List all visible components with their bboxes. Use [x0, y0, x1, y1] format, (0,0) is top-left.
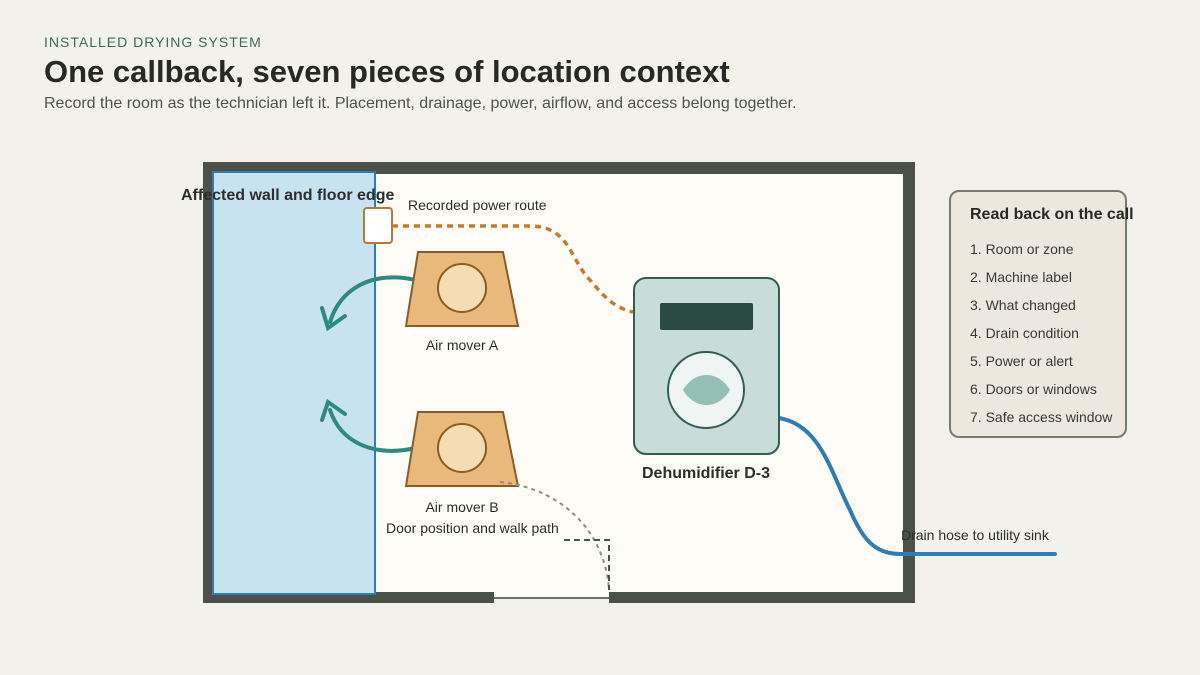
checklist-items: 1. Room or zone 2. Machine label 3. What… — [970, 240, 1125, 436]
airflow-arrow-b — [320, 398, 418, 453]
power-outlet-icon — [363, 207, 393, 244]
fan-icon — [437, 263, 487, 313]
checklist-item: 4. Drain condition — [970, 325, 1079, 341]
door-swing-arc — [499, 481, 610, 591]
dehumidifier-label: Dehumidifier D-3 — [642, 465, 770, 482]
page-subtitle: Record the room as the technician left i… — [44, 95, 797, 112]
checklist-title: Read back on the call — [970, 206, 1134, 223]
airflow-arrow-a — [320, 275, 418, 332]
dehumidifier-d3 — [633, 277, 780, 455]
checklist-item: 3. What changed — [970, 297, 1076, 313]
affected-zone — [212, 171, 376, 595]
drain-hose-line — [777, 416, 1057, 556]
checklist-item: 2. Machine label — [970, 269, 1072, 285]
fan-icon — [437, 423, 487, 473]
affected-zone-label: Affected wall and floor edge — [181, 187, 394, 204]
air-mover-b-label: Air mover B — [425, 499, 498, 515]
air-mover-b — [404, 411, 520, 487]
air-mover-a — [404, 251, 520, 327]
drain-hose-label: Drain hose to utility sink — [901, 527, 1050, 543]
readback-checklist: Read back on the call 1. Room or zone 2.… — [949, 190, 1134, 438]
display-panel — [660, 303, 753, 330]
checklist-item: 5. Power or alert — [970, 353, 1073, 369]
page-title: One callback, seven pieces of location c… — [44, 54, 730, 89]
eyebrow: INSTALLED DRYING SYSTEM — [44, 34, 262, 50]
checklist-item: 1. Room or zone — [970, 241, 1074, 257]
checklist-item: 7. Safe access window — [970, 409, 1113, 425]
power-route-line — [392, 224, 634, 314]
droplet-icon — [683, 375, 730, 405]
air-mover-a-label: Air mover A — [426, 337, 499, 353]
walk-path-line — [564, 539, 610, 590]
power-route-label: Recorded power route — [408, 197, 547, 213]
checklist-item: 6. Doors or windows — [970, 381, 1097, 397]
door-label: Door position and walk path — [386, 520, 559, 536]
